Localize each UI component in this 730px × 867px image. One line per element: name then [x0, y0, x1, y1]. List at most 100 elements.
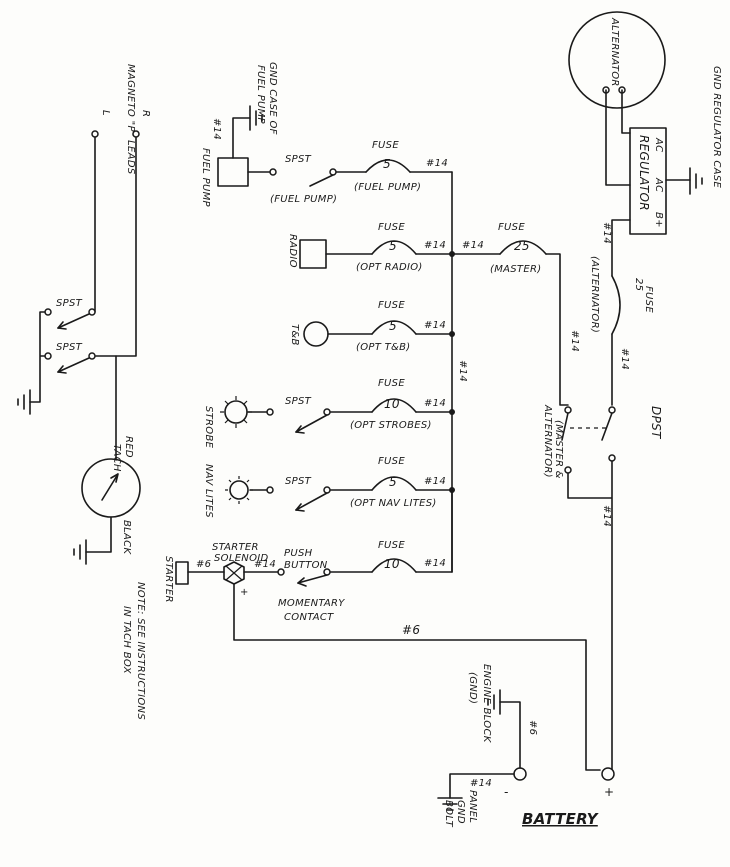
opt-nav-lites-label: (OPT NAV LITES): [350, 498, 437, 509]
spst-switch: [57, 357, 90, 373]
tb-label: T&B: [289, 324, 300, 346]
ground-icon: [487, 689, 501, 715]
spst-label: SPST: [56, 298, 83, 309]
note-line-1: NOTE: SEE INSTRUCTIONS: [135, 582, 146, 720]
fuse-rating-label: 25: [633, 278, 644, 291]
spst-switch: [295, 414, 328, 433]
spst-terminal: [88, 352, 96, 360]
spst-terminal: [88, 308, 96, 316]
strobe-label: STROBE: [203, 406, 214, 449]
red-label: RED: [123, 436, 134, 458]
master-label: (MASTER): [490, 264, 541, 275]
master-feed-wire: [451, 253, 569, 406]
fuse-5-fuel-pump: [365, 159, 411, 173]
regulator-box: [629, 127, 667, 235]
strobe-light: [224, 400, 248, 424]
wire-gauge-label: #14: [424, 240, 446, 251]
fuse-25-master: [499, 240, 547, 255]
fuse-label: FUSE: [643, 286, 654, 313]
gnd-paren-label: (GND): [467, 672, 478, 704]
fuel-pump-device-label: FUEL PUMP: [200, 148, 211, 208]
wire-gauge-label: #14: [426, 158, 448, 169]
nav-lites-label: NAV LITES: [203, 464, 214, 518]
dpst-terminal: [564, 406, 572, 414]
solenoid-label: SOLENOID: [214, 553, 269, 564]
momentary-label: MOMENTARY: [278, 598, 345, 609]
push-button-switch: [297, 574, 328, 584]
wire-6-label: #6: [196, 559, 211, 570]
bolt-label: BOLT: [443, 800, 454, 828]
contact-label: CONTACT: [284, 612, 334, 623]
wire-gauge-label: #14: [462, 240, 484, 251]
tach-label: TACH: [111, 444, 122, 472]
minus-label: -: [504, 785, 509, 799]
dpst-terminal: [564, 466, 572, 474]
bus-gauge-label: #14: [457, 360, 468, 382]
fuse-rating-label: 5: [389, 319, 397, 333]
fuse-label: FUSE: [378, 222, 405, 233]
fuse-rating-label: 5: [389, 475, 397, 489]
spst-label: SPST: [285, 396, 312, 407]
opt-strobes-label: (OPT STROBES): [350, 420, 432, 431]
magneto-ground-wire: [29, 311, 46, 403]
spst-terminal: [269, 168, 277, 176]
radio-box: [299, 239, 327, 269]
spst-switch: [309, 174, 334, 187]
regulator-ac1-label: AC: [653, 137, 664, 152]
l-label: L: [100, 110, 111, 116]
panel-ground-wire: [449, 773, 515, 799]
fuse-rating-label: 10: [384, 397, 400, 411]
fuse-5-nav: [371, 476, 417, 491]
spst-switch: [57, 313, 90, 329]
fuse-label: FUSE: [378, 300, 405, 311]
tach-needle: [101, 473, 119, 501]
dpst-terminal: [608, 454, 616, 462]
fuse-label: FUSE: [372, 140, 399, 151]
tach-ground-wire: [85, 516, 112, 553]
regulator-label: REGULATOR: [637, 135, 651, 211]
solenoid-mark: [225, 565, 243, 581]
spst-terminal: [329, 168, 337, 176]
spst-terminal: [266, 486, 274, 494]
fuse-label: FUSE: [378, 378, 405, 389]
button-label: BUTTON: [284, 560, 328, 571]
starter-label: STARTER: [163, 556, 174, 603]
spst-label: SPST: [56, 342, 83, 353]
fuel-pump-paren-label: (FUEL PUMP): [354, 182, 421, 193]
fuse-25-alternator: [611, 275, 621, 335]
battery-positive-terminal: [601, 767, 615, 781]
spst-label: SPST: [285, 476, 312, 487]
gnd-case-label: GND CASE OF: [267, 62, 278, 135]
alternator-wiring: [605, 89, 631, 234]
battery-label: BATTERY: [522, 810, 600, 828]
magneto-leads-label: MAGNETO "P" LEADS: [125, 64, 136, 175]
spst-terminal: [323, 486, 331, 494]
wire-gauge-label: #14: [424, 558, 446, 569]
turn-bank-indicator: [303, 321, 329, 347]
alternator: [568, 11, 666, 109]
fuse-10-strobe: [371, 398, 417, 413]
opt-radio-label: (OPT RADIO): [356, 262, 423, 273]
spst-terminal: [266, 408, 274, 416]
tachometer: [81, 458, 141, 518]
wire-gauge-label: #14: [424, 398, 446, 409]
wire-gauge-label: #14: [569, 330, 580, 352]
alternator-paren-label: (ALTERNATOR): [589, 256, 600, 333]
dpst-terminal: [608, 406, 616, 414]
master-alternator-label: (MASTER &: [553, 420, 564, 479]
magneto-r-terminal: [132, 130, 140, 138]
note-line-2: IN TACH BOX: [121, 606, 132, 675]
ground-icon: [249, 105, 263, 131]
switch-arrow: [295, 503, 305, 512]
switch-arrow: [295, 425, 305, 434]
starter-branch: [329, 489, 453, 573]
fuse-label: FUSE: [378, 540, 405, 551]
spst-label: SPST: [285, 154, 312, 165]
solenoid-battery-wire: [233, 583, 601, 771]
wire-gauge-label: #14: [601, 505, 612, 527]
fuse-5-tb: [371, 320, 417, 335]
fuel-pump-box: [217, 157, 249, 187]
gnd-label: GND: [455, 800, 466, 824]
